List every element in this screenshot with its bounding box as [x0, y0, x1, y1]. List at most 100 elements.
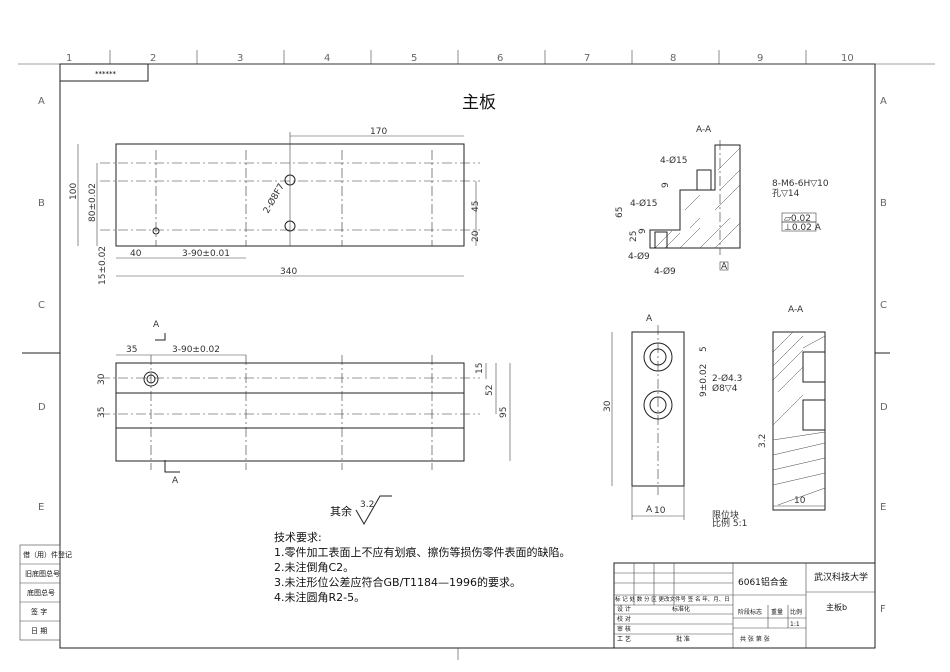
- svg-text:340: 340: [280, 267, 297, 277]
- svg-text:45: 45: [471, 201, 481, 212]
- svg-text:主板b: 主板b: [826, 602, 847, 612]
- svg-text:4: 4: [324, 53, 330, 64]
- svg-text:A: A: [172, 476, 179, 486]
- svg-text:审 核: 审 核: [617, 625, 631, 633]
- svg-text:标准化: 标准化: [672, 605, 690, 613]
- svg-text:▱0.02: ▱0.02: [784, 214, 811, 224]
- svg-text:A-A: A-A: [696, 125, 712, 135]
- svg-text:B: B: [38, 198, 45, 209]
- svg-text:6061铝合金: 6061铝合金: [738, 576, 788, 588]
- svg-text:B: B: [880, 198, 887, 209]
- svg-text:9: 9: [638, 228, 648, 234]
- svg-text:A: A: [721, 262, 728, 272]
- svg-text:5: 5: [411, 53, 417, 64]
- svg-text:15: 15: [475, 363, 485, 374]
- svg-text:3.2: 3.2: [360, 500, 374, 510]
- top-view: 170 100 80±0.02 45 20 40 3-90±0.01 340 1…: [69, 127, 481, 285]
- svg-text:4.未注圆角R2-5。: 4.未注圆角R2-5。: [274, 590, 365, 604]
- svg-text:⊥0.02 A: ⊥0.02 A: [784, 223, 822, 233]
- svg-text:A: A: [646, 314, 653, 324]
- svg-text:1:1: 1:1: [790, 621, 800, 628]
- svg-text:共 张 第 张: 共 张 第 张: [740, 635, 770, 643]
- svg-text:10: 10: [841, 53, 854, 64]
- svg-text:A: A: [38, 96, 45, 107]
- svg-text:A: A: [880, 96, 887, 107]
- svg-text:比例 5:1: 比例 5:1: [712, 517, 747, 529]
- svg-text:4-Ø9: 4-Ø9: [654, 266, 676, 277]
- svg-text:F: F: [880, 604, 886, 615]
- left-side-table: 借（用）件登记 旧底图总号 底图总号 签 字 日 期: [19, 544, 72, 641]
- drawing-title: 主板: [462, 93, 496, 113]
- svg-text:9±0.02: 9±0.02: [699, 364, 709, 397]
- svg-text:15±0.02: 15±0.02: [98, 246, 108, 285]
- svg-text:3.未注形位公差应符合GB/T1184—1996的要求。: 3.未注形位公差应符合GB/T1184—1996的要求。: [274, 575, 521, 589]
- section-aa-upper: A-A 4-Ø15 9 4-Ø15 65 25 9 4-Ø9 4-Ø9 8-M6…: [615, 125, 829, 277]
- svg-text:C: C: [880, 300, 887, 311]
- svg-text:设 计: 设 计: [617, 605, 631, 613]
- svg-text:3-90±0.01: 3-90±0.01: [182, 249, 230, 259]
- svg-text:80±0.02: 80±0.02: [88, 183, 98, 222]
- svg-text:限位块: 限位块: [712, 509, 739, 521]
- svg-text:技术要求:: 技术要求:: [274, 531, 322, 544]
- svg-text:9: 9: [661, 182, 671, 188]
- svg-text:20: 20: [471, 230, 481, 242]
- svg-text:阶段标志: 阶段标志: [738, 608, 762, 616]
- svg-text:40: 40: [130, 249, 142, 259]
- svg-text:重量: 重量: [771, 608, 783, 616]
- svg-text:10: 10: [794, 496, 806, 506]
- svg-text:3: 3: [237, 53, 243, 64]
- svg-text:9: 9: [757, 53, 763, 64]
- zone-row-labels: A B C D E A B C D E F: [38, 96, 888, 615]
- svg-text:170: 170: [370, 127, 387, 137]
- svg-text:D: D: [38, 402, 46, 413]
- svg-text:8: 8: [670, 53, 676, 64]
- svg-text:30: 30: [97, 373, 107, 385]
- detail-block: 10 30 A A 5 9±0.02 2-Ø4.3 Ø8▽4 限位块 比例 5:…: [603, 305, 826, 529]
- svg-text:其余: 其余: [330, 504, 352, 518]
- svg-text:30: 30: [603, 400, 613, 412]
- tech-requirements: 技术要求: 1.零件加工表面上不应有划痕、擦伤等损伤零件表面的缺陷。 2.未注倒…: [274, 531, 571, 604]
- svg-text:4-Ø15: 4-Ø15: [630, 198, 658, 209]
- svg-text:5: 5: [699, 346, 709, 352]
- svg-text:2-Ø8F7: 2-Ø8F7: [261, 182, 287, 216]
- svg-text:武汉科技大学: 武汉科技大学: [814, 571, 868, 583]
- svg-text:3-90±0.02: 3-90±0.02: [172, 345, 220, 355]
- zone-columns: [109, 50, 807, 660]
- svg-text:比例: 比例: [790, 608, 802, 616]
- svg-text:10: 10: [654, 506, 666, 516]
- svg-text:6: 6: [497, 53, 503, 64]
- svg-text:7: 7: [584, 53, 590, 64]
- svg-text:签 字: 签 字: [31, 607, 47, 616]
- svg-text:2: 2: [150, 53, 156, 64]
- svg-text:A: A: [646, 505, 653, 515]
- svg-text:D: D: [880, 402, 888, 413]
- svg-text:4-Ø9: 4-Ø9: [628, 251, 650, 262]
- svg-text:1: 1: [66, 53, 72, 64]
- svg-text:2.未注倒角C2。: 2.未注倒角C2。: [274, 560, 354, 574]
- svg-text:孔▽14: 孔▽14: [772, 188, 800, 199]
- front-view: 35 3-90±0.02 30 35 15 52 95 A A: [97, 320, 511, 486]
- svg-text:4-Ø15: 4-Ø15: [660, 155, 688, 166]
- svg-text:52: 52: [485, 385, 495, 396]
- svg-text:65: 65: [615, 207, 625, 218]
- svg-text:100: 100: [69, 183, 79, 200]
- svg-text:旧底图总号: 旧底图总号: [25, 569, 60, 578]
- svg-text:A: A: [153, 320, 160, 330]
- svg-text:35: 35: [126, 345, 137, 355]
- svg-text:25: 25: [629, 231, 639, 242]
- svg-text:8-M6-6H▽10: 8-M6-6H▽10: [772, 179, 829, 189]
- stamp-text: ******: [95, 70, 117, 78]
- svg-text:Ø8▽4: Ø8▽4: [712, 383, 738, 394]
- svg-text:工 艺: 工 艺: [617, 635, 631, 643]
- zone-col-labels: 1 2 3 4 5 6 7 8 9 10: [66, 53, 854, 64]
- svg-text:C: C: [38, 300, 45, 311]
- svg-text:校 对: 校 对: [617, 615, 631, 623]
- svg-text:批 准: 批 准: [676, 635, 690, 643]
- svg-text:95: 95: [499, 407, 509, 418]
- svg-text:底图总号: 底图总号: [27, 588, 55, 597]
- svg-text:2-Ø4.3: 2-Ø4.3: [712, 373, 742, 384]
- svg-text:3.2: 3.2: [758, 434, 768, 448]
- svg-text:35: 35: [97, 407, 107, 418]
- svg-text:E: E: [38, 502, 44, 513]
